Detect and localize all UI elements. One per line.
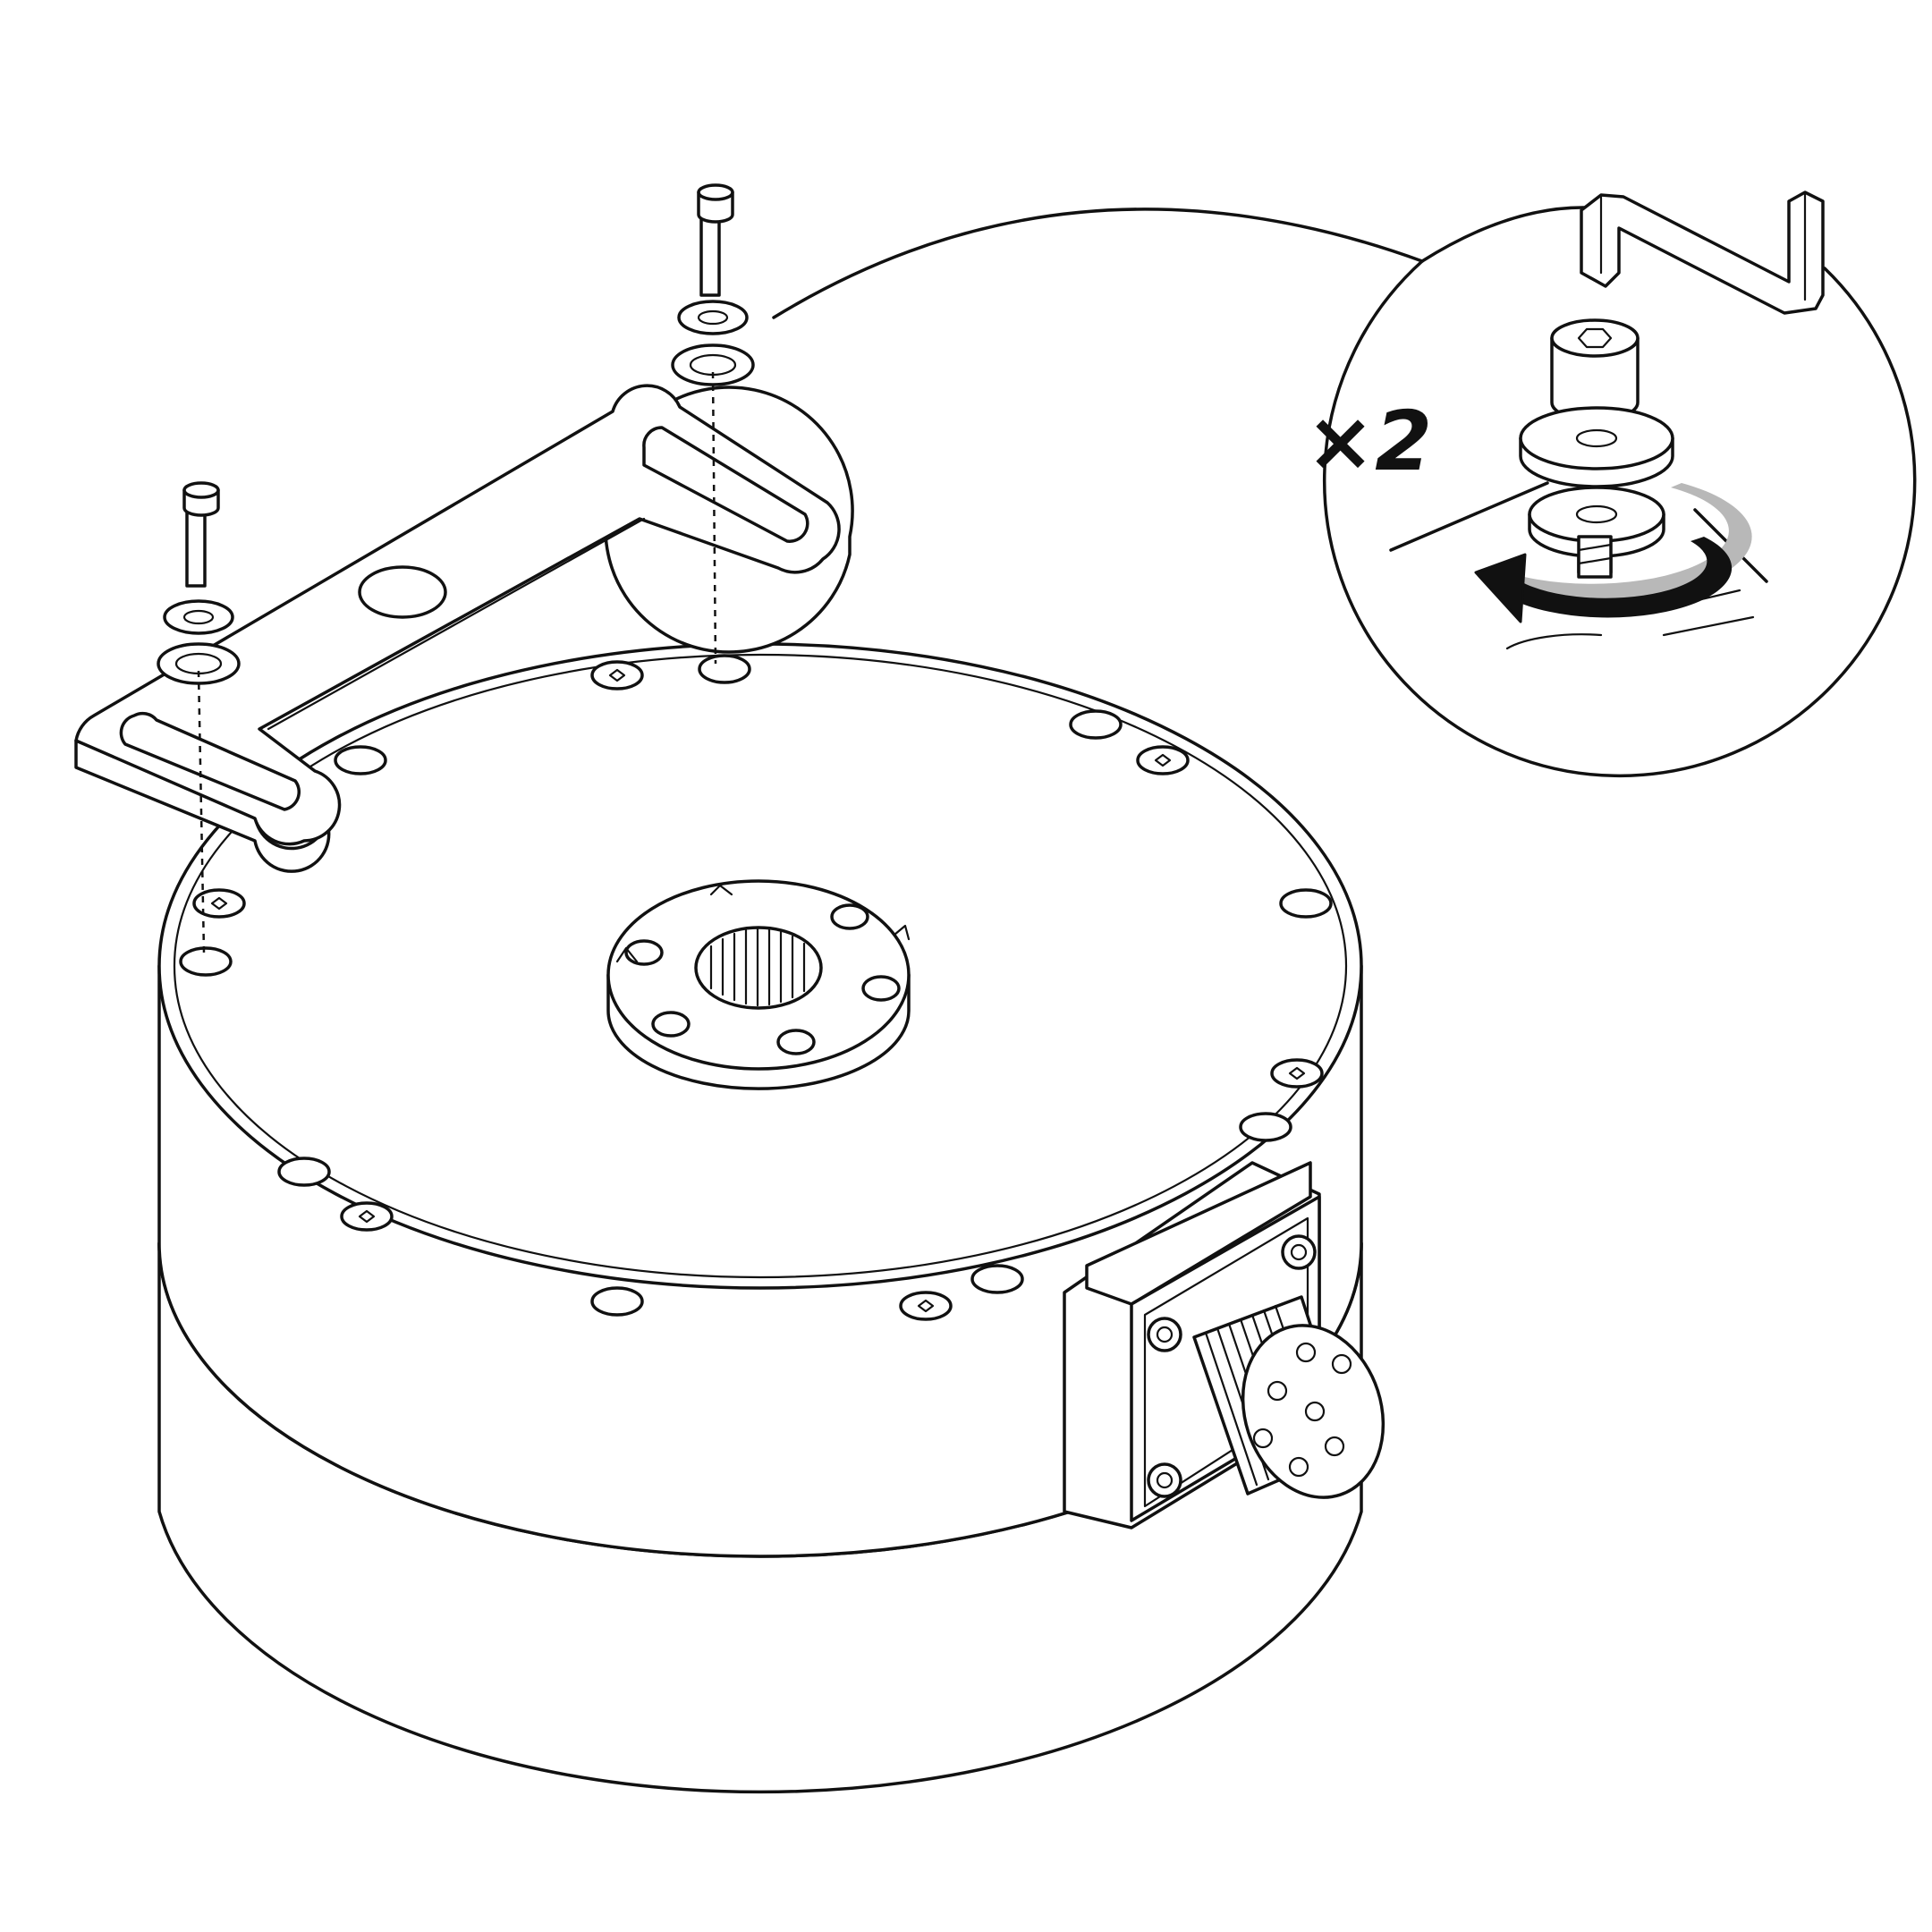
flange-screw-icon	[1147, 1234, 1317, 1498]
socket-head-screw-icon	[182, 183, 734, 588]
connector-assembly	[1063, 1161, 1385, 1530]
quantity-label: ×2	[1306, 394, 1432, 489]
hex-key-icon	[1580, 191, 1825, 315]
mounting-holes	[179, 654, 1333, 1317]
bracket-slot	[119, 711, 301, 811]
central-hub	[606, 879, 911, 1090]
rotation-arrow-icon	[1474, 483, 1752, 623]
connector-face	[1241, 1324, 1385, 1499]
callout-leader	[772, 208, 1424, 319]
connector-pin-icon	[1252, 1342, 1352, 1478]
alignment-guide-lines	[197, 371, 717, 953]
washer-icon	[1519, 406, 1674, 558]
bracket-hole	[358, 565, 447, 619]
bracket-slot	[642, 426, 809, 543]
detail-circle	[1323, 259, 1917, 778]
mounting-bracket	[74, 384, 854, 873]
hex-screw-icon	[192, 660, 1324, 1321]
detail-callout: ×2	[772, 191, 1917, 778]
connector-cover-plate	[1085, 1161, 1312, 1306]
bracket-top-surface	[74, 384, 841, 846]
washer-icon	[157, 300, 755, 685]
